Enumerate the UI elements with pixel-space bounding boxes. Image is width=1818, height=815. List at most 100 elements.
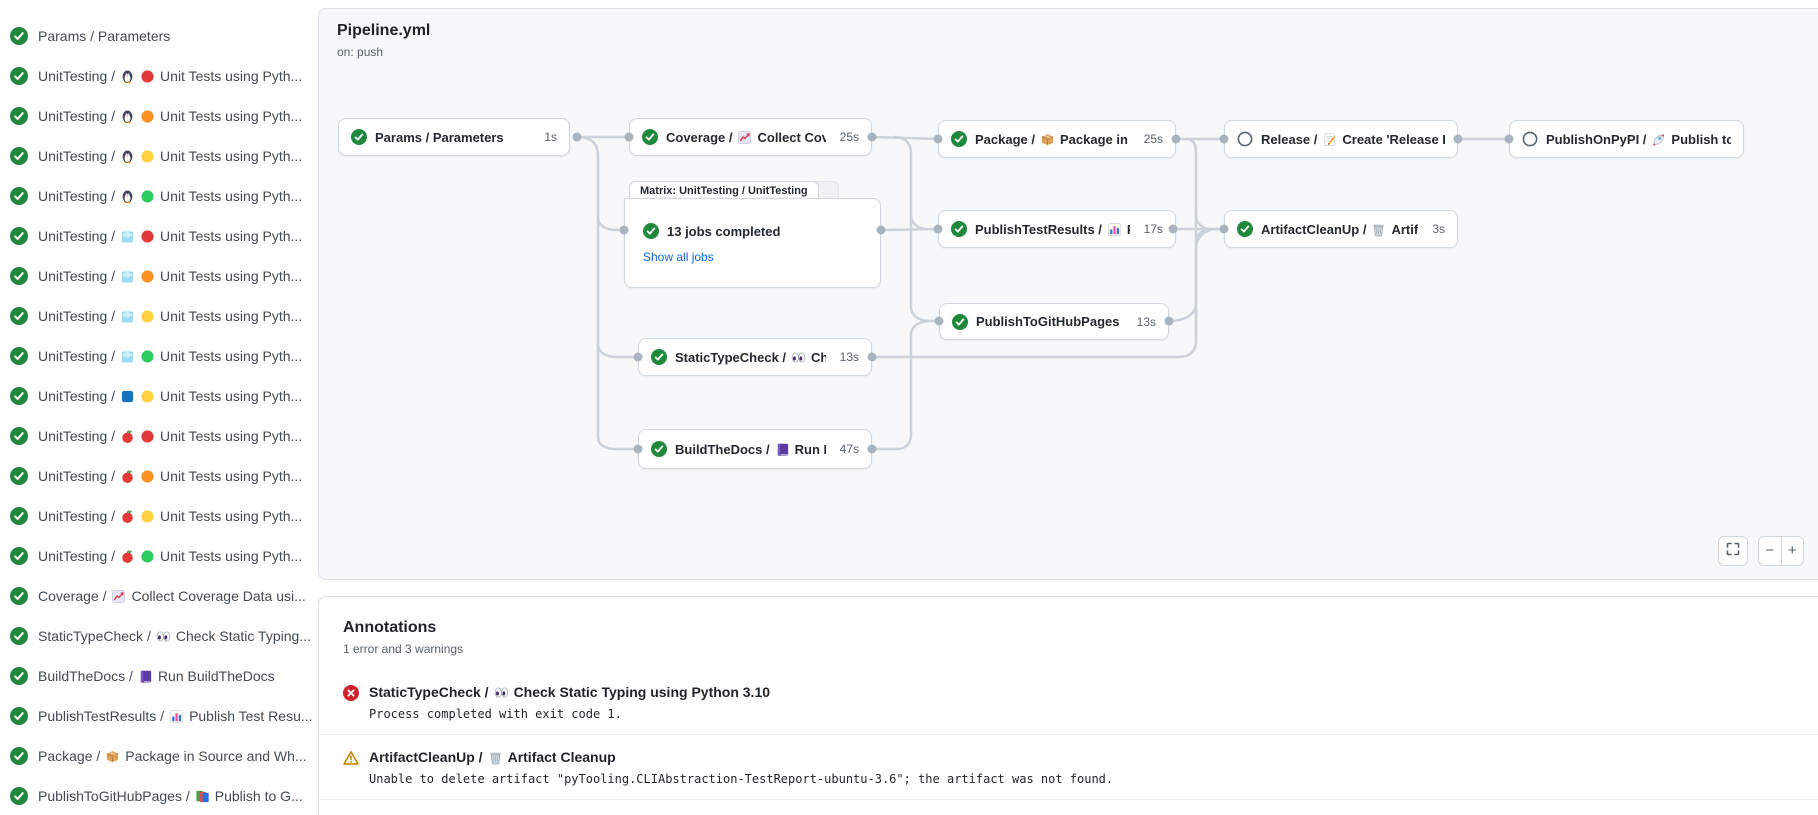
ice-icon <box>120 309 135 324</box>
job-label: UnitTesting /Unit Tests using Pyth... <box>38 388 303 404</box>
sidebar-job-item[interactable]: UnitTesting /Unit Tests using Pyth... <box>8 96 312 136</box>
annotations-list: StaticTypeCheck /Check Static Typing usi… <box>319 670 1818 800</box>
sidebar-job-item[interactable]: StaticTypeCheck /Check Static Typing... <box>8 616 312 656</box>
node-duration: 17s <box>1143 222 1163 236</box>
sidebar-job-item[interactable]: UnitTesting /Unit Tests using Pyth... <box>8 496 312 536</box>
matrix-summary: 13 jobs completed <box>667 223 781 239</box>
ice-icon <box>120 229 135 244</box>
circle-green-icon <box>140 549 155 564</box>
book-icon <box>138 669 153 684</box>
node-duration: 13s <box>839 350 859 364</box>
matrix-group-card[interactable]: 13 jobs completed Show all jobs <box>624 198 881 288</box>
sidebar-job-item[interactable]: UnitTesting /Unit Tests using Pyth... <box>8 336 312 376</box>
annotations-summary: 1 error and 3 warnings <box>343 642 464 656</box>
circle-orange-icon <box>140 109 155 124</box>
sidebar-job-item[interactable]: UnitTesting /Unit Tests using Pyth... <box>8 176 312 216</box>
job-label: Package /Package in Source and Wh... <box>38 748 307 764</box>
penguin-icon <box>120 149 135 164</box>
status-success-icon <box>10 27 28 45</box>
status-success-icon <box>10 187 28 205</box>
job-label: UnitTesting /Unit Tests using Pyth... <box>38 468 303 484</box>
zoom-in-button[interactable]: + <box>1780 537 1804 565</box>
circle-orange-icon <box>140 269 155 284</box>
zoom-out-button[interactable]: − <box>1759 537 1781 565</box>
sidebar-job-item[interactable]: UnitTesting /Unit Tests using Pyth... <box>8 216 312 256</box>
graph-node-statictypecheck[interactable]: StaticTypeCheck /Chec... 13s <box>638 338 872 376</box>
sidebar-job-item[interactable]: PublishToGitHubPages /Publish to G... <box>8 776 312 815</box>
annotation-warning-icon <box>343 750 359 786</box>
penguin-icon <box>120 69 135 84</box>
penguin-icon <box>120 109 135 124</box>
sidebar-job-item[interactable]: UnitTesting /Unit Tests using Pyth... <box>8 256 312 296</box>
workflow-graph-panel: Pipeline.yml on: push Matrix: UnitTestin… <box>318 8 1818 580</box>
sidebar-job-item[interactable]: BuildTheDocs /Run BuildTheDocs <box>8 656 312 696</box>
circle-green-icon <box>140 189 155 204</box>
show-all-jobs-link[interactable]: Show all jobs <box>643 250 714 264</box>
annotations-panel: Annotations 1 error and 3 warnings Stati… <box>318 596 1818 815</box>
node-label: PublishTestResults /Pu... <box>975 222 1130 237</box>
status-skipped-icon <box>1522 131 1538 147</box>
annotation-title[interactable]: ArtifactCleanUp /Artifact Cleanup <box>369 749 616 765</box>
package-box-icon <box>105 749 120 764</box>
status-success-icon <box>10 267 28 285</box>
job-label: UnitTesting /Unit Tests using Pyth... <box>38 68 303 84</box>
graph-node-artifactcleanup[interactable]: ArtifactCleanUp /Artifac...3s <box>1224 210 1458 248</box>
status-success-icon <box>10 147 28 165</box>
annotations-title: Annotations <box>343 619 437 636</box>
status-success-icon <box>10 747 28 765</box>
sidebar-job-item[interactable]: UnitTesting /Unit Tests using Pyth... <box>8 376 312 416</box>
status-success-icon <box>10 67 28 85</box>
annotation-body: StaticTypeCheck /Check Static Typing usi… <box>369 684 770 721</box>
node-label: StaticTypeCheck /Chec... <box>675 349 826 365</box>
status-success-icon <box>643 223 659 239</box>
sidebar-job-item[interactable]: UnitTesting /Unit Tests using Pyth... <box>8 536 312 576</box>
graph-node-publishtogithubpages[interactable]: PublishToGitHubPages /...13s <box>939 303 1169 340</box>
graph-node-coverage[interactable]: Coverage /Collect Cove...25s <box>629 118 872 156</box>
zoom-control: − + <box>1758 536 1804 566</box>
workflow-trigger: on: push <box>337 45 384 59</box>
chart-up-icon <box>737 130 752 145</box>
status-success-icon <box>642 129 658 145</box>
sidebar-job-item[interactable]: UnitTesting /Unit Tests using Pyth... <box>8 296 312 336</box>
fullscreen-button[interactable] <box>1718 536 1748 566</box>
sidebar-job-item[interactable]: UnitTesting /Unit Tests using Pyth... <box>8 56 312 96</box>
ice-icon <box>120 349 135 364</box>
fullscreen-icon <box>1725 541 1741 562</box>
graph-node-package[interactable]: Package /Package in So...25s <box>938 120 1176 158</box>
sidebar-job-item[interactable]: Params / Parameters <box>8 16 312 56</box>
graph-node-layer: Matrix: UnitTesting / UnitTesting 13 job… <box>319 9 1818 579</box>
status-success-icon <box>10 707 28 725</box>
memo-icon <box>1322 132 1337 147</box>
rocket-icon <box>1651 132 1666 147</box>
workflow-file-title: Pipeline.yml <box>337 22 431 39</box>
status-success-icon <box>10 387 28 405</box>
sidebar-job-item[interactable]: PublishTestResults /Publish Test Resu... <box>8 696 312 736</box>
sidebar-job-item[interactable]: Package /Package in Source and Wh... <box>8 736 312 776</box>
graph-node-publishonpypi[interactable]: PublishOnPyPI /Publish to ... <box>1509 120 1744 158</box>
graph-node-publishtestresults[interactable]: PublishTestResults /Pu... 17s <box>938 210 1176 248</box>
status-success-icon <box>651 441 667 457</box>
job-label: UnitTesting /Unit Tests using Pyth... <box>38 428 303 444</box>
graph-node-release[interactable]: Release /Create 'Release P... <box>1224 120 1458 158</box>
apple-icon <box>120 469 135 484</box>
apple-icon <box>120 549 135 564</box>
node-label: Coverage /Collect Cove... <box>666 129 826 145</box>
sidebar-job-item[interactable]: UnitTesting /Unit Tests using Pyth... <box>8 136 312 176</box>
annotation-title[interactable]: StaticTypeCheck /Check Static Typing usi… <box>369 684 771 700</box>
status-success-icon <box>10 307 28 325</box>
eyes-icon <box>791 350 806 365</box>
status-success-icon <box>10 507 28 525</box>
sidebar-job-item[interactable]: Coverage /Collect Coverage Data usi... <box>8 576 312 616</box>
sidebar-job-item[interactable]: UnitTesting /Unit Tests using Pyth... <box>8 416 312 456</box>
apple-icon <box>120 429 135 444</box>
status-success-icon <box>1237 221 1253 237</box>
circle-orange-icon <box>140 469 155 484</box>
graph-node-buildthedocs[interactable]: BuildTheDocs /Run Buil...47s <box>638 429 872 469</box>
sidebar-job-item[interactable]: UnitTesting /Unit Tests using Pyth... <box>8 456 312 496</box>
status-success-icon <box>10 547 28 565</box>
